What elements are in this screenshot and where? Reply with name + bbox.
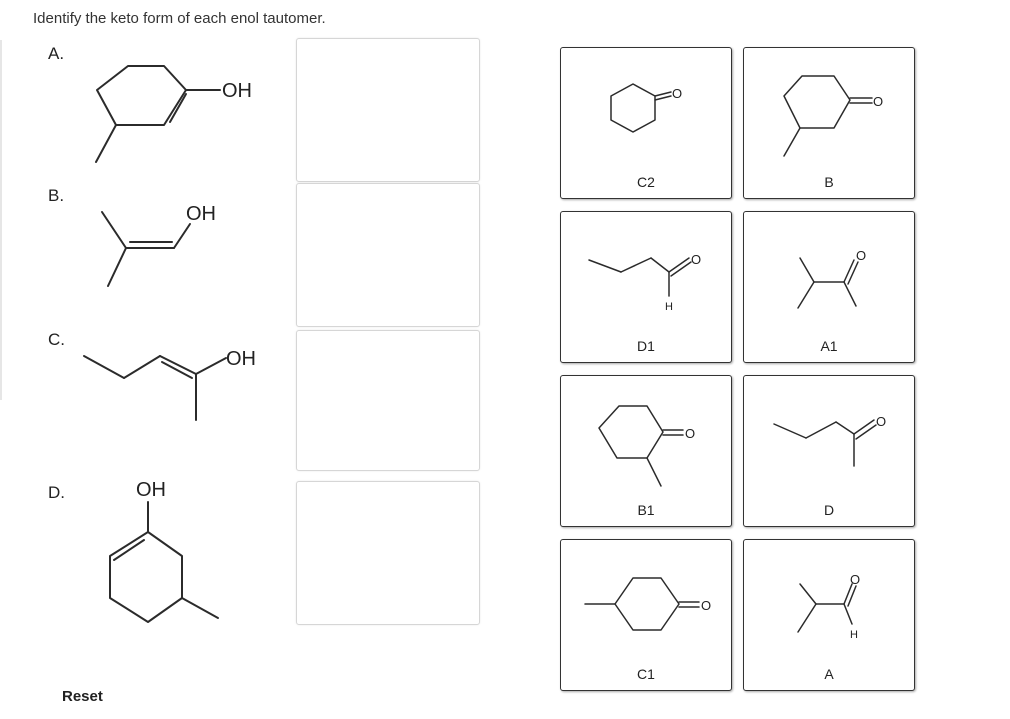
card-a-label: A: [824, 666, 834, 682]
answer-card-a[interactable]: O H A: [743, 539, 915, 691]
question-b-oh-text: OH: [186, 203, 216, 225]
answer-card-b1[interactable]: O B1: [560, 375, 732, 527]
reset-button[interactable]: Reset: [62, 688, 103, 705]
answer-dropzone-c[interactable]: [296, 330, 480, 471]
card-a-oxygen-text: O: [850, 572, 860, 587]
question-a-oh-text: OH: [222, 80, 252, 102]
card-c1-label: C1: [637, 666, 655, 682]
answer-card-c2[interactable]: O C2: [560, 47, 732, 199]
card-a1-structure: O: [797, 248, 866, 309]
answer-card-d1[interactable]: O H D1: [560, 211, 732, 363]
question-c-structure: OH: [83, 348, 256, 421]
question-a-label: A.: [48, 44, 65, 63]
card-d1-hydrogen-text: H: [665, 301, 673, 313]
answer-dropzone-b[interactable]: [296, 183, 480, 327]
question-d-oh-text: OH: [136, 479, 166, 501]
answer-card-d[interactable]: O D: [743, 375, 915, 527]
card-a1-label: A1: [820, 338, 838, 354]
card-b1-structure: O: [598, 405, 695, 487]
card-d-label: D: [823, 502, 835, 518]
question-c-label: C.: [48, 330, 65, 349]
card-d1-oxygen-text: O: [691, 252, 701, 267]
question-c-oh-text: OH: [226, 348, 256, 370]
card-b-label: B: [824, 174, 834, 190]
question-b-label: B.: [48, 186, 65, 205]
question-b-structure: OH: [101, 203, 216, 287]
card-b-oxygen-text: O: [873, 94, 883, 109]
answer-card-c1[interactable]: O C1: [560, 539, 732, 691]
answer-dropzone-d[interactable]: [296, 481, 480, 625]
card-b1-label: B1: [637, 502, 655, 518]
answer-card-a1[interactable]: O A1: [743, 211, 915, 363]
card-c2-oxygen-text: O: [672, 86, 682, 101]
card-c2-label: C2: [637, 174, 655, 190]
card-b-structure: O: [783, 75, 883, 157]
question-d-structure: OH: [109, 479, 219, 623]
answer-dropzone-a[interactable]: [296, 38, 480, 182]
left-divider: [0, 40, 2, 400]
card-d-oxygen-text: O: [876, 414, 886, 429]
card-c1-oxygen-text: O: [701, 598, 711, 613]
question-d-label: D.: [48, 483, 65, 502]
card-a-hydrogen-text: H: [850, 629, 858, 641]
card-d1-label: D1: [637, 338, 655, 354]
instruction-text: Identify the keto form of each enol taut…: [33, 10, 326, 27]
card-c2-structure: O: [610, 83, 682, 133]
card-d-structure: O: [773, 414, 886, 467]
question-a-structure: OH: [95, 65, 252, 163]
answer-card-b[interactable]: O B: [743, 47, 915, 199]
card-b1-oxygen-text: O: [685, 426, 695, 441]
card-a1-oxygen-text: O: [856, 248, 866, 263]
card-d1-structure: O H: [588, 252, 701, 313]
card-c1-structure: O: [584, 577, 711, 631]
card-a-structure: O H: [797, 572, 860, 641]
